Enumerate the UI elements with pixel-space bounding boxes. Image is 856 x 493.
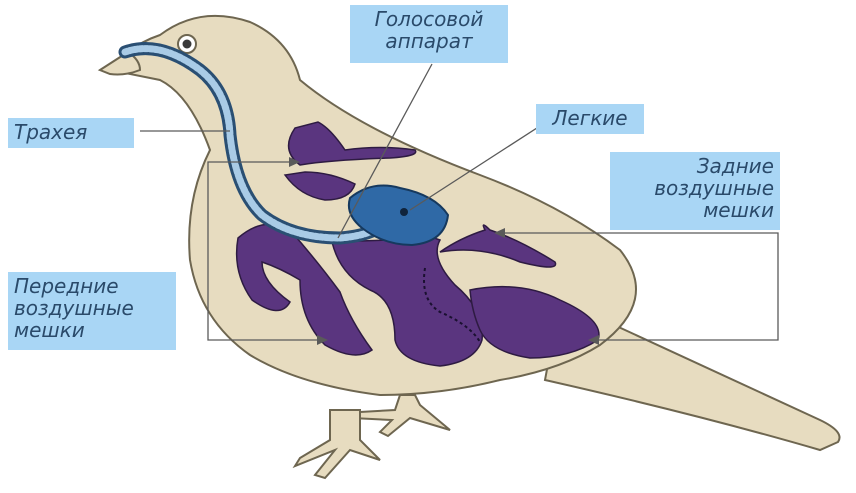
bird-eye: [178, 35, 196, 53]
lungs-pointer-dot: [400, 208, 408, 216]
label-posterior-air-sacs: Задние воздушные мешки: [610, 152, 780, 230]
label-vocal-apparatus: Голосовой аппарат: [350, 5, 508, 63]
label-trachea: Трахея: [8, 118, 134, 148]
label-lungs: Легкие: [536, 104, 644, 134]
label-anterior-air-sacs: Передние воздушные мешки: [8, 272, 176, 350]
bird-feet: [295, 395, 450, 478]
